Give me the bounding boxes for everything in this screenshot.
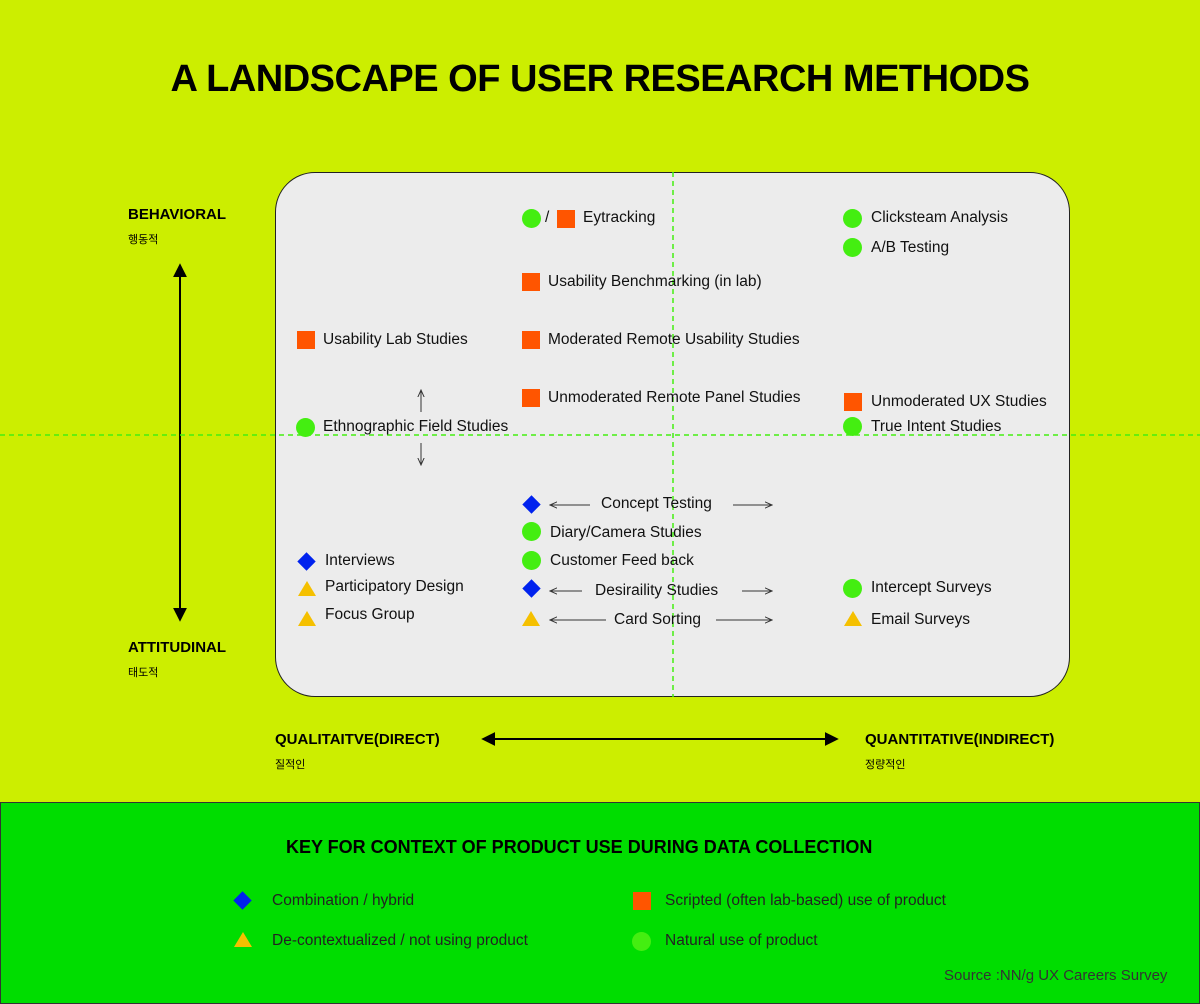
method-usability-benchmarking: Usability Benchmarking (in lab): [548, 273, 762, 290]
method-customer-feedback: Customer Feed back: [550, 552, 694, 569]
legend-scripted-label: Scripted (often lab-based) use of produc…: [665, 892, 946, 909]
diagram-lines: [0, 172, 1200, 746]
scripted-use-marker: [557, 210, 575, 228]
axis-behavioral-sub: 행동적: [128, 234, 159, 246]
method-true-intent: True Intent Studies: [871, 418, 1002, 435]
legend-natural-label: Natural use of product: [665, 932, 818, 949]
legend-panel: [0, 802, 1200, 1004]
axis-attitudinal-sub: 태도적: [128, 667, 159, 679]
natural-use-marker: [522, 551, 541, 570]
method-participatory: Participatory Design: [325, 578, 464, 595]
method-moderated-remote: Moderated Remote Usability Studies: [548, 331, 800, 348]
method-email: Email Surveys: [871, 611, 971, 628]
decontextualized-marker: [522, 611, 540, 626]
scripted-use-marker: [522, 273, 540, 291]
natural-use-marker: [843, 238, 862, 257]
natural-use-marker: [296, 418, 315, 437]
natural-use-marker: [632, 932, 651, 951]
natural-use-marker: [522, 522, 541, 541]
axis-qualitative-label: QUALITAITVE(DIRECT): [275, 731, 440, 748]
method-clickstream: Clicksteam Analysis: [871, 209, 1008, 226]
method-concept-testing: Concept Testing: [601, 495, 712, 512]
natural-use-marker: [843, 579, 862, 598]
decontextualized-marker: [234, 932, 252, 947]
axis-quantitative-sub: 정량적인: [865, 759, 906, 771]
axis-qualitative-sub: 질적인: [275, 759, 306, 771]
scripted-use-marker: [844, 393, 862, 411]
scripted-use-marker: [522, 389, 540, 407]
axis-behavioral-label: BEHAVIORAL: [128, 206, 227, 223]
scripted-use-marker: [522, 331, 540, 349]
method-focus-group: Focus Group: [325, 606, 415, 623]
legend-decontext-label: De-contextualized / not using product: [272, 932, 528, 949]
method-intercept: Intercept Surveys: [871, 579, 992, 596]
method-ethnographic: Ethnographic Field Studies: [323, 418, 509, 435]
natural-use-marker: [843, 417, 862, 436]
legend-title: KEY FOR CONTEXT OF PRODUCT USE DURING DA…: [286, 837, 873, 857]
natural-use-marker: [843, 209, 862, 228]
method-unmoderated-ux: Unmoderated UX Studies: [871, 393, 1047, 410]
method-card-sorting: Card Sorting: [614, 611, 702, 628]
decontextualized-marker: [298, 611, 316, 626]
method-ab-testing: A/B Testing: [871, 239, 950, 256]
method-unmoderated-panel: Unmoderated Remote Panel Studies: [548, 389, 801, 406]
scripted-use-marker: [633, 892, 651, 910]
legend-hybrid-label: Combination / hybrid: [272, 892, 415, 909]
axis-attitudinal-label: ATTITUDINAL: [128, 639, 227, 656]
method-interviews: Interviews: [325, 552, 395, 569]
method-eytracking: Eytracking: [583, 209, 656, 226]
source-note: Source :NN/g UX Careers Survey: [944, 967, 1168, 984]
slash-label: /: [545, 209, 550, 226]
decontextualized-marker: [298, 581, 316, 596]
scripted-use-marker: [297, 331, 315, 349]
natural-use-marker: [522, 209, 541, 228]
decontextualized-marker: [844, 611, 862, 626]
method-diary-camera: Diary/Camera Studies: [550, 524, 702, 541]
axis-quantitative-label: QUANTITATIVE(INDIRECT): [865, 731, 1055, 748]
method-desirability: Desiraility Studies: [595, 582, 719, 599]
page-title: A LANDSCAPE OF USER RESEARCH METHODS: [170, 58, 1030, 100]
method-usability-lab: Usability Lab Studies: [323, 331, 468, 348]
